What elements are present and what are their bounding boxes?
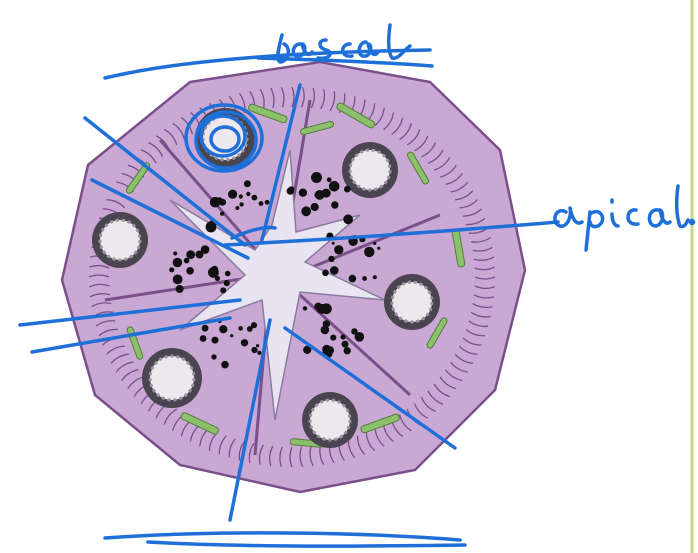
granule xyxy=(257,351,261,355)
nucleus xyxy=(384,274,440,330)
granule xyxy=(355,332,365,342)
granule xyxy=(364,247,374,257)
granule xyxy=(314,192,319,197)
granule xyxy=(377,247,380,250)
granule xyxy=(200,335,207,342)
handwritten-basal xyxy=(278,25,410,62)
granule xyxy=(329,181,340,192)
granule xyxy=(224,280,230,286)
granule xyxy=(176,285,184,293)
granule xyxy=(311,172,322,183)
handwritten-apical xyxy=(555,186,694,250)
granule xyxy=(219,325,227,333)
granule xyxy=(265,200,270,205)
granule xyxy=(173,275,183,285)
granule xyxy=(220,287,226,293)
granule xyxy=(173,252,177,256)
granule xyxy=(244,180,251,187)
granule xyxy=(239,202,243,206)
granule xyxy=(201,245,210,254)
granule xyxy=(239,194,243,198)
acinus-cross-section xyxy=(62,62,525,492)
granule xyxy=(220,212,224,216)
granule xyxy=(235,206,239,210)
granule xyxy=(342,341,349,348)
granule xyxy=(202,325,209,332)
granule xyxy=(334,245,343,254)
granule xyxy=(349,275,357,283)
granule xyxy=(322,270,329,277)
granule xyxy=(328,256,334,262)
bottom-stroke-2 xyxy=(148,542,465,546)
granule xyxy=(216,197,223,204)
granule xyxy=(212,338,215,341)
granule xyxy=(211,354,216,359)
granule xyxy=(184,258,190,264)
granule xyxy=(225,271,231,277)
granule xyxy=(169,267,174,272)
granule xyxy=(241,339,248,346)
granule xyxy=(251,347,257,353)
granule xyxy=(259,201,264,206)
granule xyxy=(287,187,295,195)
granule xyxy=(301,206,311,216)
granule xyxy=(362,276,367,281)
granule xyxy=(186,250,195,259)
granule xyxy=(256,344,259,347)
granule xyxy=(330,335,336,341)
nucleus xyxy=(142,348,202,408)
granule xyxy=(311,203,319,211)
granule xyxy=(343,214,353,224)
granule xyxy=(327,177,332,182)
granule xyxy=(321,326,330,335)
granule xyxy=(215,276,220,281)
granule xyxy=(373,242,376,245)
granule xyxy=(186,267,194,275)
nucleus xyxy=(92,212,148,268)
bottom-stroke xyxy=(105,533,460,540)
granule xyxy=(340,334,345,339)
granule xyxy=(252,195,258,201)
granule xyxy=(173,258,183,268)
granule xyxy=(211,266,218,273)
granule xyxy=(221,361,229,369)
granule xyxy=(210,224,215,229)
granule xyxy=(344,347,351,354)
granule xyxy=(230,334,233,337)
granule xyxy=(344,186,351,193)
granule xyxy=(322,345,331,354)
nucleus xyxy=(302,392,358,448)
granule xyxy=(299,189,307,197)
granule xyxy=(373,275,377,279)
granule xyxy=(332,242,335,245)
granule xyxy=(331,201,338,208)
granule xyxy=(303,306,307,310)
granule xyxy=(321,303,332,314)
granule xyxy=(314,303,322,311)
granule xyxy=(330,266,339,275)
granule xyxy=(246,192,250,196)
granule xyxy=(228,190,237,199)
granule xyxy=(251,322,257,328)
granule xyxy=(238,326,243,331)
